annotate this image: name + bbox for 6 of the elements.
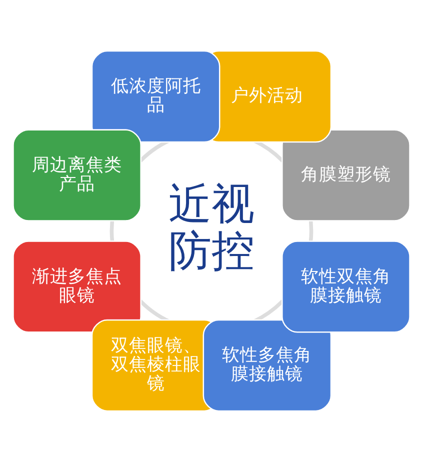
node-box: 低浓度阿托品 — [91, 50, 220, 143]
node-box: 角膜塑形镜 — [282, 129, 410, 222]
node-box: 周边离焦类产品 — [12, 129, 142, 222]
node-box: 软性多焦角膜接触镜 — [202, 319, 332, 412]
node-box: 渐进多焦点眼镜 — [12, 240, 142, 333]
node-box: 软性双焦角膜接触镜 — [282, 240, 410, 333]
